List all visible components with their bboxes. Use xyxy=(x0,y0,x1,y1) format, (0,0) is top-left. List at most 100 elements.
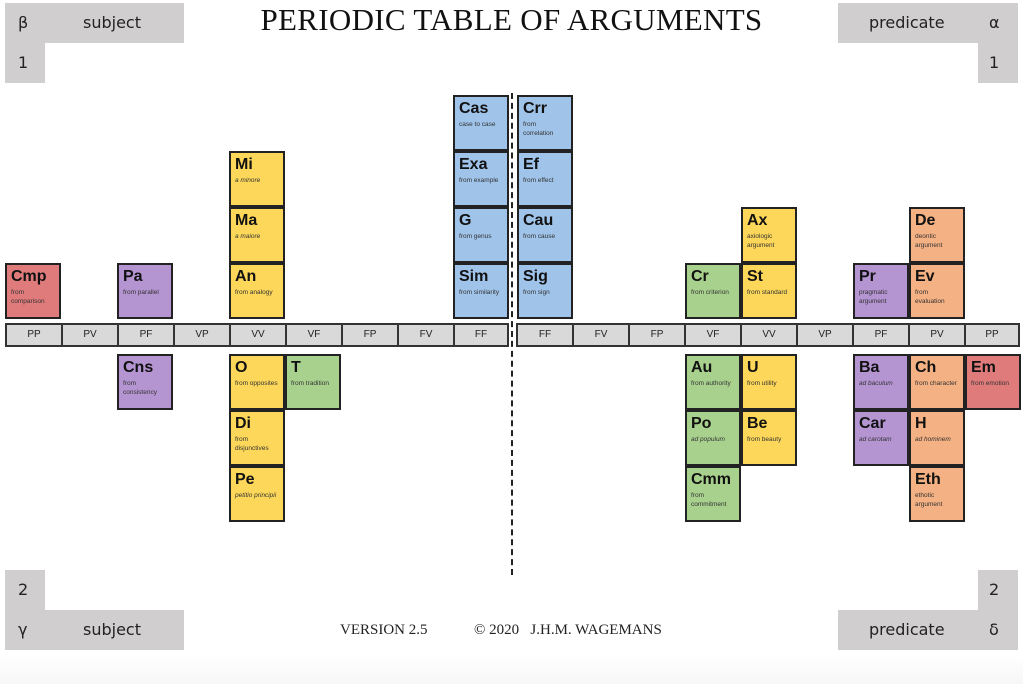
corner-top-left-stub: 1 xyxy=(5,43,45,83)
tile-symbol: Ma xyxy=(235,212,258,229)
copyright-label: © 2020 J.H.M. WAGEMANS xyxy=(474,622,662,638)
tile-symbol: Di xyxy=(235,415,251,432)
axis-cell-pv: PV xyxy=(61,323,119,347)
predicate-label: predicate xyxy=(869,620,945,639)
tile-description: a maiore xyxy=(235,233,261,240)
tile-description: from emotion xyxy=(971,380,1009,387)
axis-cell-vf: VF xyxy=(285,323,343,347)
tile-description: from character xyxy=(915,380,957,387)
corner-bottom-left-bar: γ subject xyxy=(5,610,184,650)
tile-symbol: Crr xyxy=(523,100,548,117)
tile-eth[interactable]: Eth ethotic argument xyxy=(909,466,965,522)
number-label: 2 xyxy=(18,580,29,599)
corner-top-right-bar: predicate α xyxy=(838,3,1018,43)
tile-description: from opposites xyxy=(235,380,278,387)
tile-description: pragmatic argument xyxy=(859,289,888,305)
tile-mi[interactable]: Mi a minore xyxy=(229,151,285,207)
tile-be[interactable]: Be from beauty xyxy=(741,410,797,466)
axis-cell-ff: FF xyxy=(516,323,574,347)
tile-symbol: Ch xyxy=(915,359,937,376)
tile-description: case to case xyxy=(459,121,496,128)
tile-description: ethotic argument xyxy=(915,492,943,508)
tile-an[interactable]: An from analogy xyxy=(229,263,285,319)
tile-description: from beauty xyxy=(747,436,782,443)
tile-symbol: Ev xyxy=(915,268,935,285)
tile-symbol: G xyxy=(459,212,472,229)
tile-description: from standard xyxy=(747,289,788,296)
greek-beta-label: β xyxy=(18,13,29,32)
tile-description: petitio principii xyxy=(235,492,277,499)
axis-cell-vv: VV xyxy=(229,323,287,347)
tile-description: from similarity xyxy=(459,289,500,296)
tile-description: from evaluation xyxy=(915,289,945,305)
tile-symbol: An xyxy=(235,268,257,285)
axis-cell-pf: PF xyxy=(852,323,910,347)
tile-pr[interactable]: Pr pragmatic argument xyxy=(853,263,909,319)
tile-description: from comparison xyxy=(11,289,45,305)
subject-label: subject xyxy=(83,620,141,639)
tile-symbol: U xyxy=(747,359,759,376)
number-label: 2 xyxy=(989,580,1000,599)
tile-ch[interactable]: Ch from character xyxy=(909,354,965,410)
tile-description: deontic argument xyxy=(915,233,943,249)
tile-description: from analogy xyxy=(235,289,273,296)
tile-symbol: Po xyxy=(691,415,712,432)
tile-symbol: Cns xyxy=(123,359,154,376)
tile-de[interactable]: De deontic argument xyxy=(909,207,965,263)
bottom-fade xyxy=(0,655,1023,684)
tile-symbol: Be xyxy=(747,415,768,432)
tile-description: from commitment xyxy=(691,492,727,508)
tile-description: from criterion xyxy=(691,289,729,296)
corner-top-left-bar: β subject xyxy=(5,3,184,43)
tile-description: a minore xyxy=(235,177,261,184)
tile-description: ad populum xyxy=(691,436,725,443)
tile-symbol: Mi xyxy=(235,156,253,173)
predicate-label: predicate xyxy=(869,13,945,32)
tile-ma[interactable]: Ma a maiore xyxy=(229,207,285,263)
tile-description: from authority xyxy=(691,380,731,387)
tile-symbol: Ba xyxy=(859,359,880,376)
tile-description: from genus xyxy=(459,233,492,240)
tile-po[interactable]: Po ad populum xyxy=(685,410,741,466)
tile-symbol: T xyxy=(291,359,301,376)
tile-symbol: Ef xyxy=(523,156,539,173)
greek-gamma-label: γ xyxy=(18,620,28,639)
corner-bottom-right-stub: 2 xyxy=(978,570,1018,610)
tile-cns[interactable]: Cns from consistency xyxy=(117,354,173,410)
tile-symbol: Eth xyxy=(915,471,941,488)
axis-cell-vp: VP xyxy=(173,323,231,347)
tile-ev[interactable]: Ev from evaluation xyxy=(909,263,965,319)
tile-symbol: Pr xyxy=(859,268,876,285)
tile-description: from utility xyxy=(747,380,777,387)
corner-bottom-left-stub: 2 xyxy=(5,570,45,610)
tile-symbol: De xyxy=(915,212,936,229)
tile-symbol: Sig xyxy=(523,268,548,285)
tile-description: ad carotam xyxy=(859,436,892,443)
tile-description: from consistency xyxy=(123,380,157,396)
corner-bottom-right-bar: predicate δ xyxy=(838,610,1018,650)
